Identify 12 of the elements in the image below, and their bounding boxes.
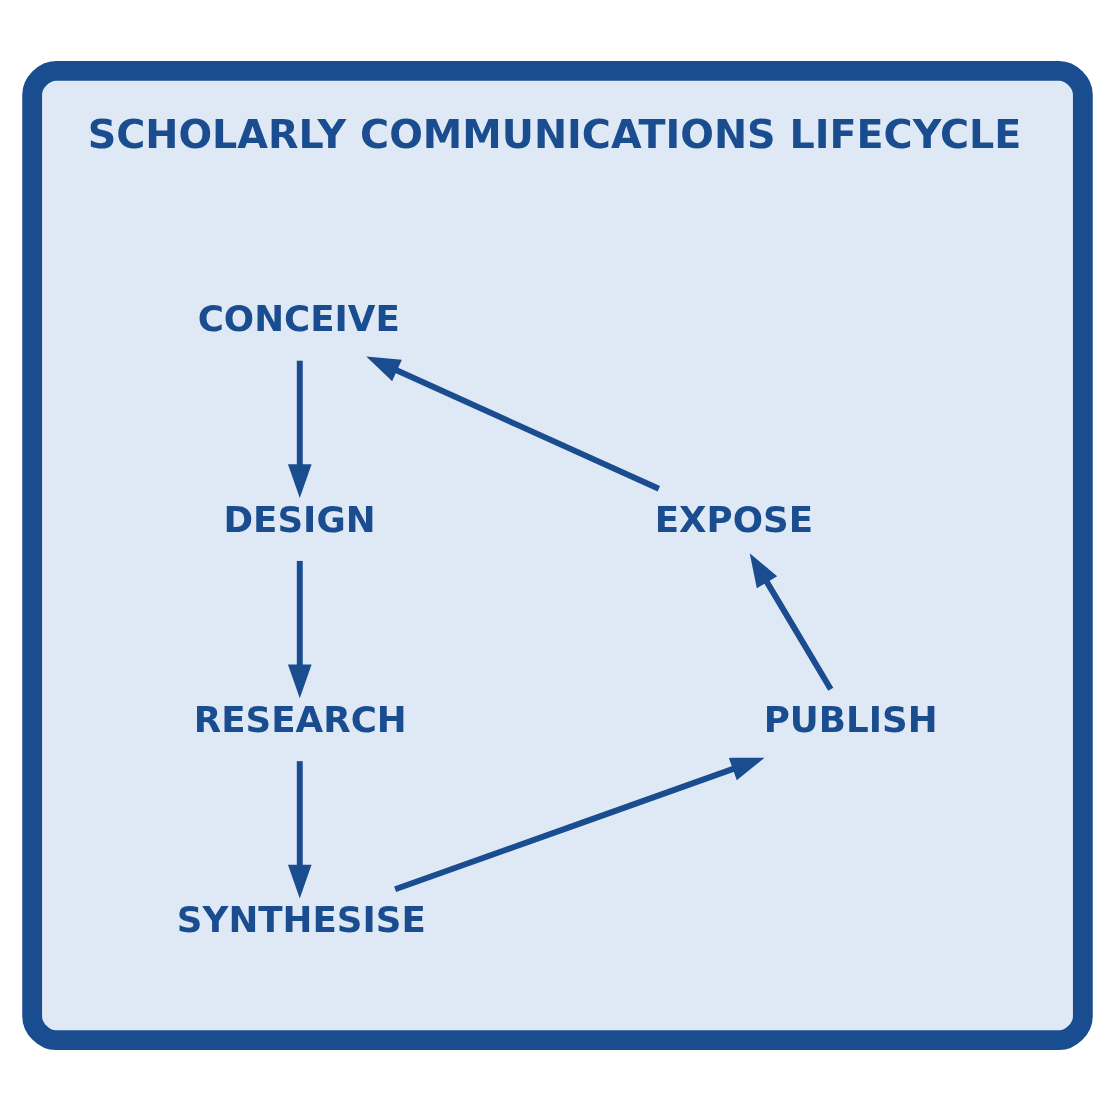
arrow <box>366 356 661 492</box>
arrow <box>287 760 312 898</box>
node-text: PUBLISH <box>763 698 938 740</box>
arrow <box>287 560 312 698</box>
arrow <box>749 552 834 691</box>
node-text: DESIGN <box>223 498 376 540</box>
node-text: SYNTHESISE <box>176 898 426 940</box>
arrow <box>394 757 765 892</box>
node-text: EXPOSE <box>654 498 814 540</box>
arrow <box>287 360 312 498</box>
node-text: RESEARCH <box>193 698 407 740</box>
node-text: CONCEIVE <box>197 297 400 339</box>
